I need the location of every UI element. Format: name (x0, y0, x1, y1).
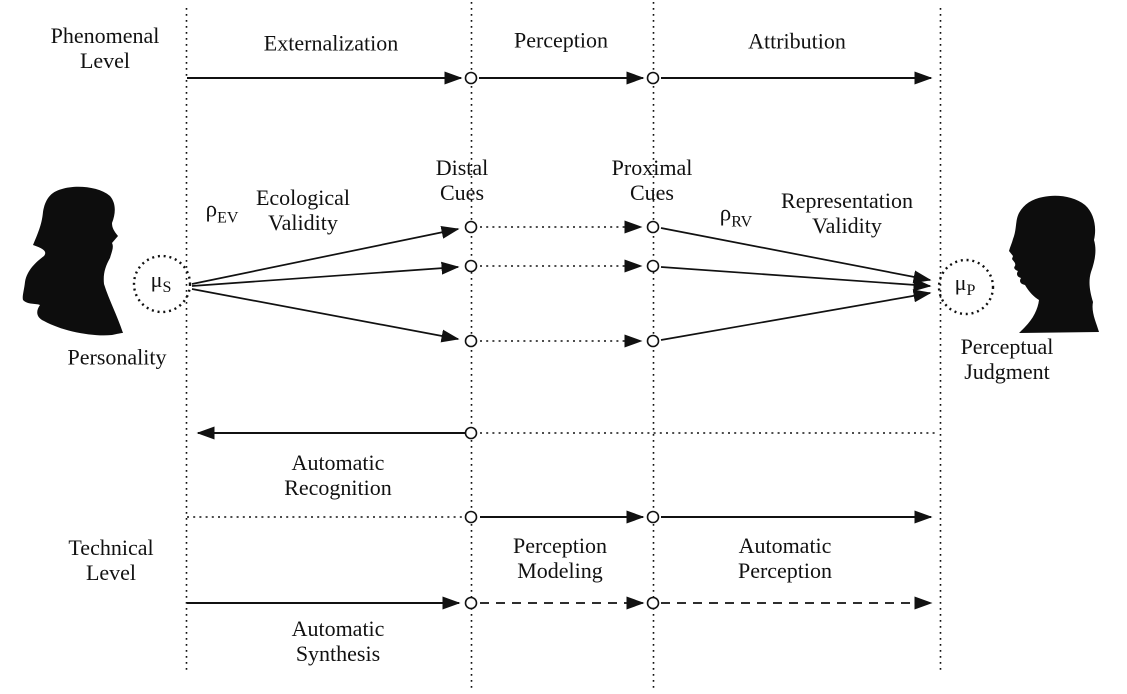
cue-nodes (464, 71, 660, 610)
rho-rv-base: ρ (719, 200, 732, 226)
distal-cues-label: Distal Cues (435, 154, 489, 205)
mu-s-symbol: μS (151, 267, 172, 297)
node-synthesis-right (646, 596, 660, 610)
externalization-label: Externalization (263, 30, 399, 56)
personality-label: Personality (67, 344, 167, 370)
perceptual-judgment-label: Perceptual Judgment (960, 333, 1054, 384)
node-distal-top (464, 71, 478, 85)
phenomenal-level-label: Phenomenal Level (50, 22, 160, 73)
vertical-dotted-separators (185, 2, 942, 690)
representation-validity-fan (660, 227, 932, 341)
node-recognition (464, 426, 478, 440)
rho-ev-sub: EV (217, 209, 239, 227)
distal-cue-2 (464, 259, 478, 273)
rho-rv-sub: RV (731, 213, 753, 231)
female-profile-silhouette (22, 186, 124, 336)
perceiver-judgment-circle (937, 258, 995, 316)
proximal-cue-2 (646, 259, 660, 273)
node-proximal-top (646, 71, 660, 85)
automatic-recognition-label: Automatic Recognition (284, 449, 392, 500)
representation-validity-label: Representation Validity (781, 187, 913, 238)
distal-cue-3 (464, 334, 478, 348)
rho-ev-base: ρ (205, 196, 218, 222)
ecological-validity-label: Ecological Validity (255, 184, 351, 235)
node-synthesis-left (464, 596, 478, 610)
mu-p-base: μ (954, 269, 967, 295)
mu-s-base: μ (150, 266, 163, 292)
cue-transmission-links (480, 220, 643, 348)
perception-label: Perception (513, 27, 609, 53)
automatic-synthesis-label: Automatic Synthesis (291, 615, 385, 666)
rho-rv-symbol: ρRV (720, 201, 752, 232)
node-modeling-left (464, 510, 478, 524)
distal-cue-1 (464, 220, 478, 234)
male-profile-silhouette (1009, 195, 1099, 333)
mu-s-sub: S (162, 279, 172, 297)
proximal-cue-1 (646, 220, 660, 234)
mu-p-sub: P (966, 282, 976, 300)
node-modeling-right (646, 510, 660, 524)
technical-level-label: Technical Level (68, 534, 154, 585)
proximal-cue-3 (646, 334, 660, 348)
attribution-label: Attribution (748, 28, 846, 54)
proximal-cues-label: Proximal Cues (611, 154, 693, 205)
mu-p-symbol: μP (955, 270, 976, 300)
sender-trait-circle (132, 254, 192, 314)
rho-ev-symbol: ρEV (206, 197, 239, 228)
perception-modeling-label: Perception Modeling (512, 532, 608, 583)
ecological-validity-fan (191, 225, 460, 343)
automatic-perception-label: Automatic Perception (737, 532, 833, 583)
